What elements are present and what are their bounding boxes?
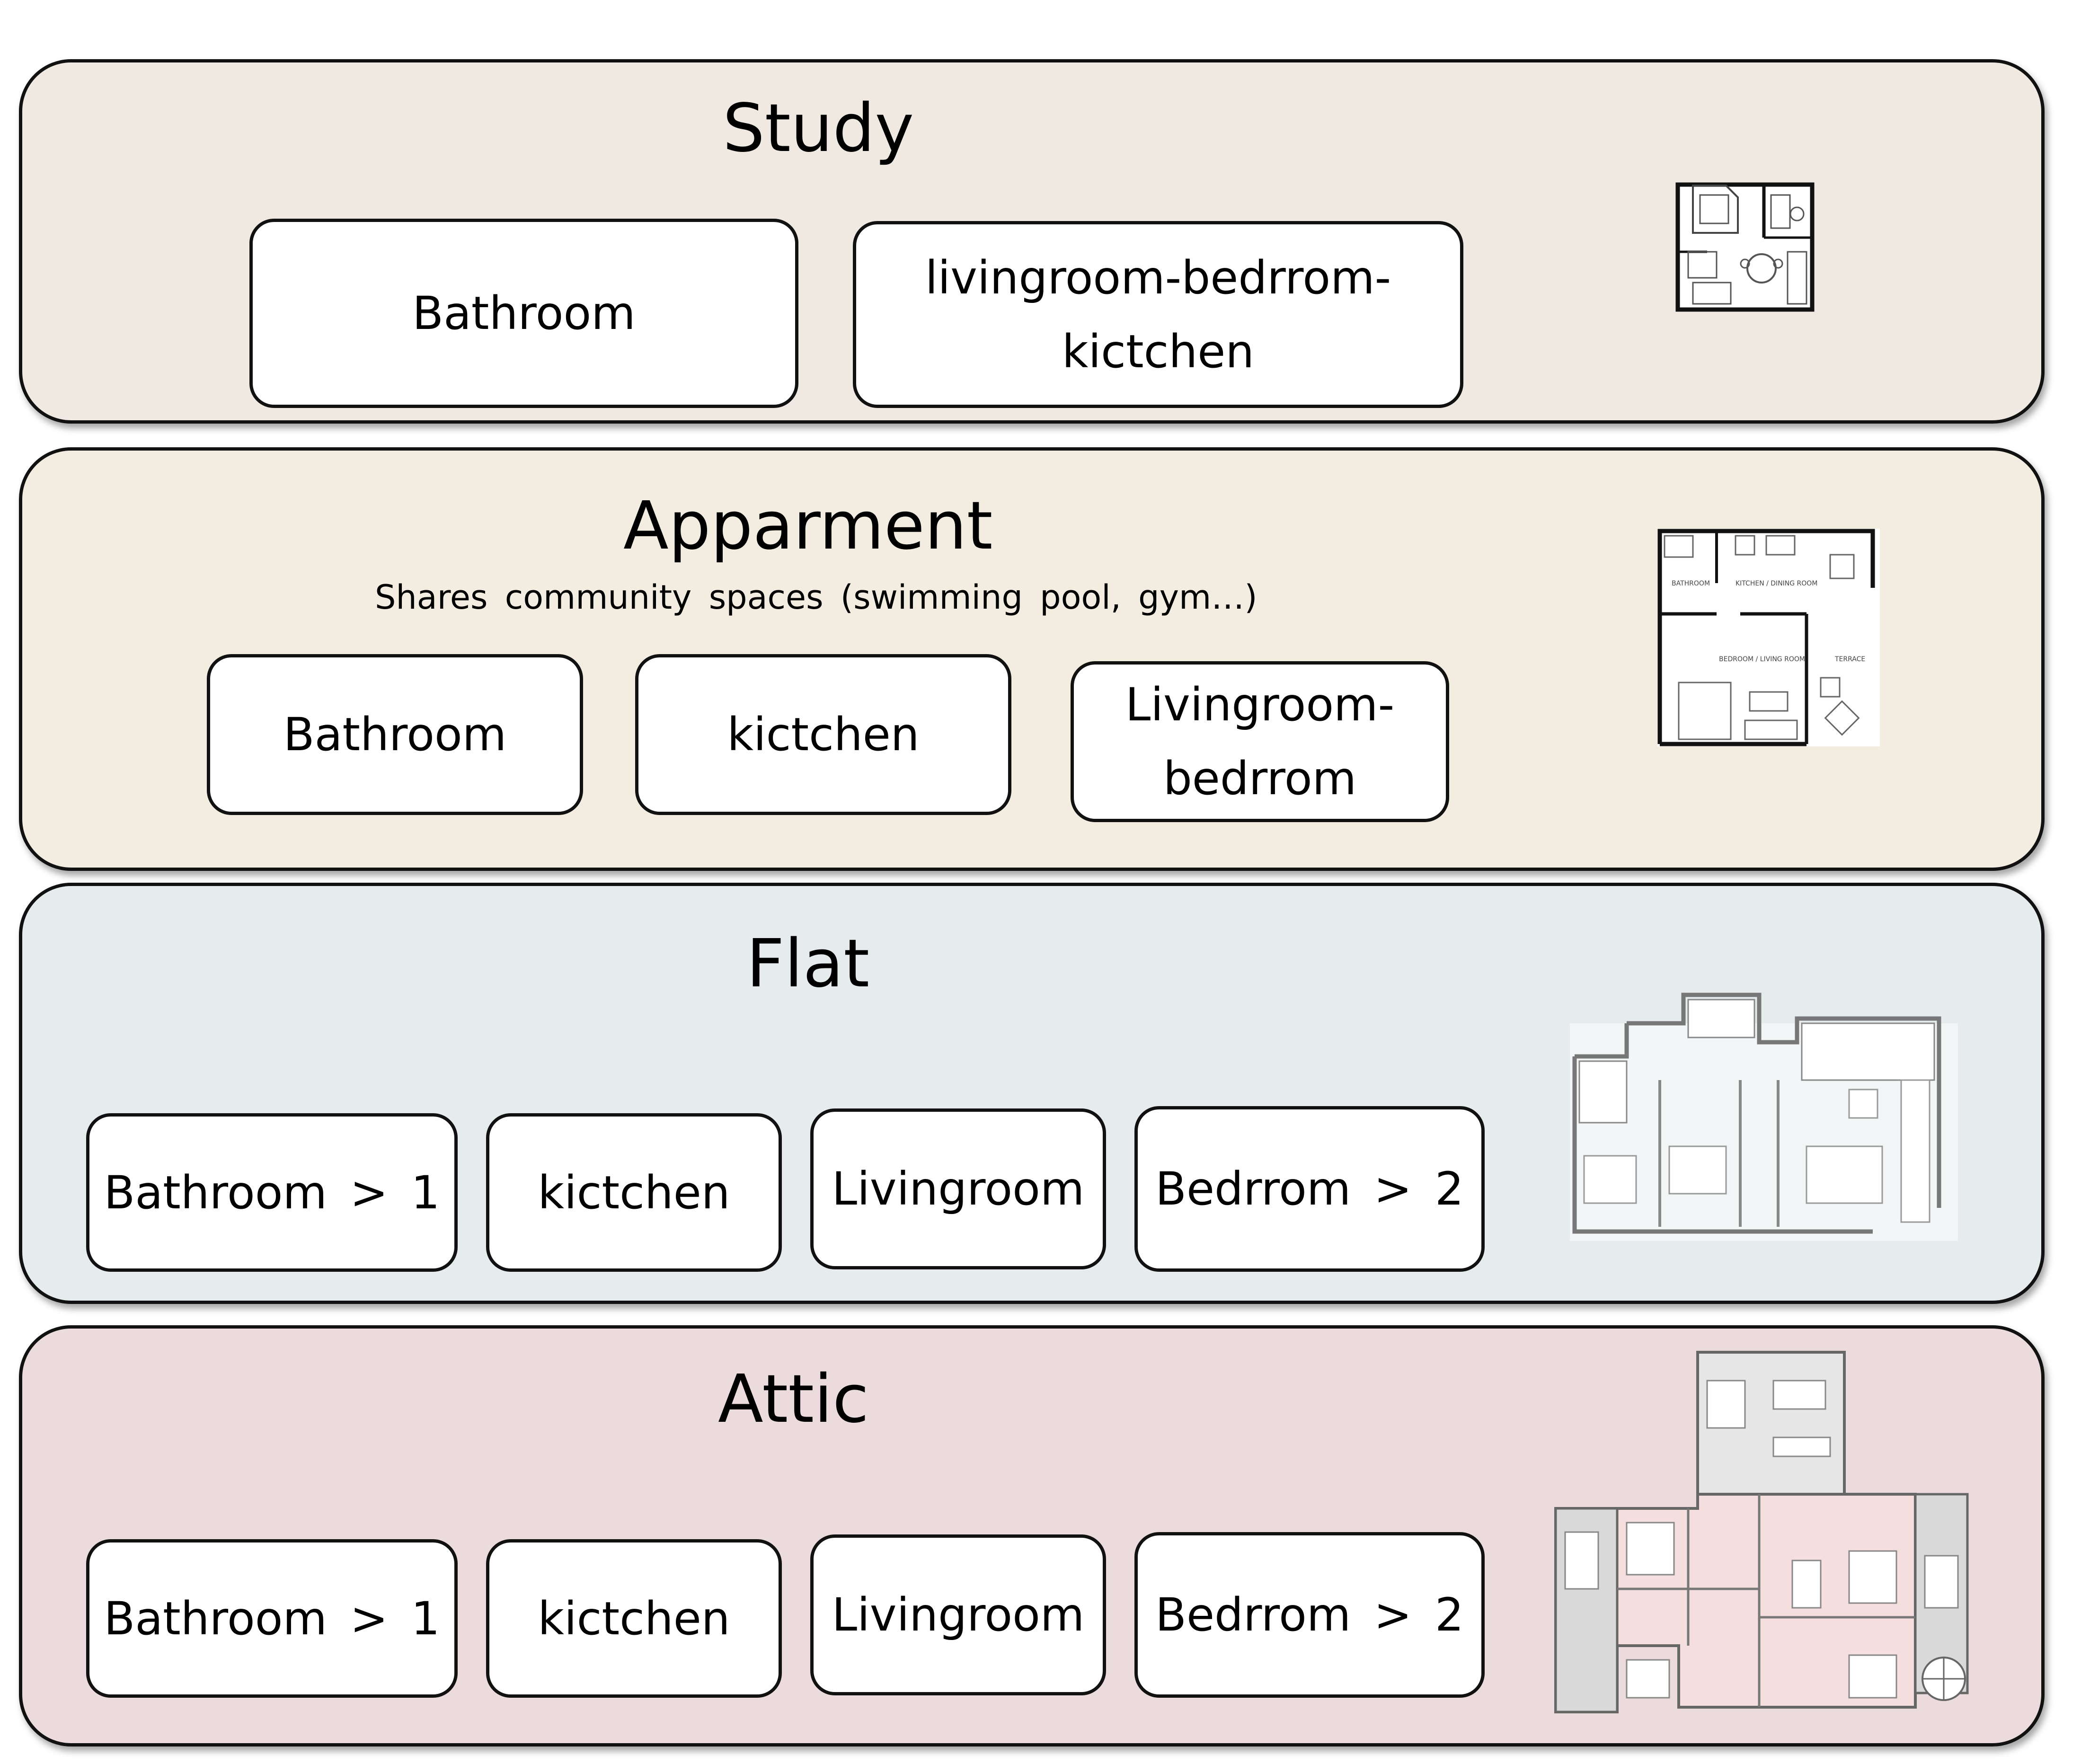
room-box-attic-kitchen: kictchen	[486, 1539, 782, 1698]
band-title-apartment: Apparment	[623, 488, 993, 565]
attic-floor-plan-icon	[1554, 1351, 1969, 1713]
room-box-apartment-kitchen: kictchen	[635, 654, 1011, 815]
room-box-flat-bathroom: Bathroom > 1	[86, 1113, 458, 1272]
band-title-flat: Flat	[746, 925, 870, 1002]
band-attic: Attic Bathroom > 1 kictchen Livingroom B…	[19, 1325, 2045, 1746]
room-box-flat-kitchen: kictchen	[486, 1113, 782, 1272]
band-apartment: Apparment Shares community spaces (swimm…	[19, 447, 2045, 871]
room-box-study-bathroom: Bathroom	[249, 219, 798, 408]
plan-label-kitchen-dining: KITCHEN / DINING ROOM	[1736, 580, 1817, 587]
band-title-attic: Attic	[718, 1361, 869, 1438]
room-box-study-living-bedroom-kitchen: livingroom-bedrrom- kictchen	[853, 221, 1463, 408]
plan-label-terrace: TERRACE	[1834, 656, 1865, 663]
study-floor-plan-icon	[1675, 182, 1815, 312]
room-box-attic-bathroom: Bathroom > 1	[86, 1539, 458, 1698]
apartment-floor-plan-icon: BATHROOM KITCHEN / DINING ROOM BEDROOM /…	[1657, 529, 1880, 746]
room-box-attic-livingroom: Livingroom	[810, 1534, 1106, 1695]
room-box-attic-bedroom: Bedrrom > 2	[1134, 1532, 1485, 1698]
band-study: Study Bathroom livingroom-bedrrom- kictc…	[19, 59, 2045, 424]
room-box-flat-livingroom: Livingroom	[810, 1108, 1106, 1269]
flat-floor-plan-icon	[1570, 993, 1958, 1241]
band-subtitle-apartment: Shares community spaces (swimming pool, …	[375, 578, 1257, 617]
room-box-apartment-bathroom: Bathroom	[207, 654, 583, 815]
band-title-study: Study	[723, 90, 914, 167]
room-box-flat-bedroom: Bedrrom > 2	[1134, 1106, 1485, 1272]
plan-label-bathroom: BATHROOM	[1672, 580, 1710, 587]
band-flat: Flat Bathroom > 1 kictchen Livingroom Be…	[19, 883, 2045, 1304]
plan-label-bedroom-living: BEDROOM / LIVING ROOM	[1719, 656, 1805, 663]
room-box-apartment-living-bedroom: Livingroom- bedrrom	[1071, 661, 1449, 822]
